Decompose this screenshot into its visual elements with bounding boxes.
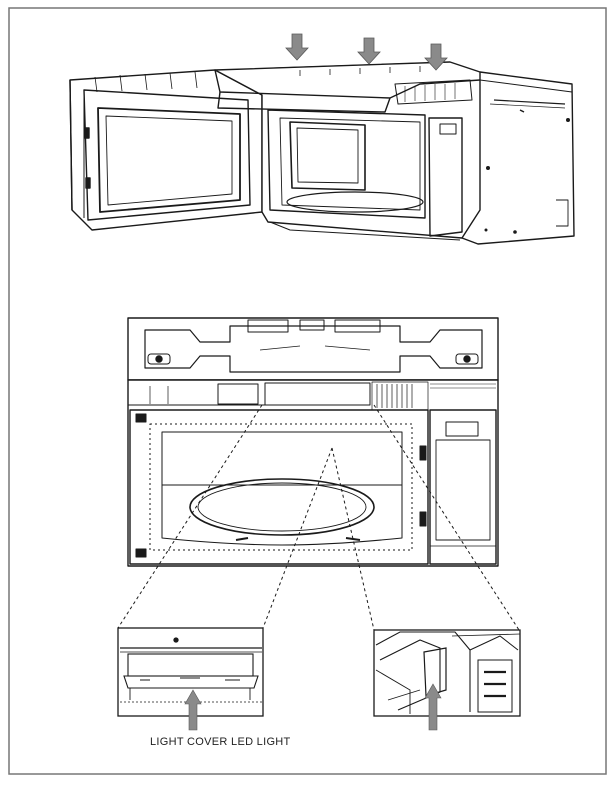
detail-leader-lines (117, 404, 520, 631)
cabinet-screws (484, 118, 570, 234)
top-vent-grille (269, 61, 473, 105)
led-light-detail (373, 629, 521, 717)
down-arrow-icon (285, 33, 448, 71)
up-arrow-icon (184, 689, 202, 731)
open-microwave-perspective (69, 61, 575, 245)
door-hinge-bottom (85, 177, 91, 189)
top-mounting-plate (127, 317, 499, 381)
control-panel (419, 409, 497, 565)
microwave-cabinet (214, 61, 575, 245)
figure-caption: LIGHT COVER LED LIGHT (150, 736, 291, 748)
microwave-front-elevation (127, 317, 499, 567)
control-display (439, 123, 457, 135)
door-top-ribs (94, 71, 198, 93)
door-front (129, 409, 429, 565)
up-arrow-icon (424, 683, 442, 731)
door-hinge-top (84, 127, 90, 139)
open-door (69, 69, 263, 231)
